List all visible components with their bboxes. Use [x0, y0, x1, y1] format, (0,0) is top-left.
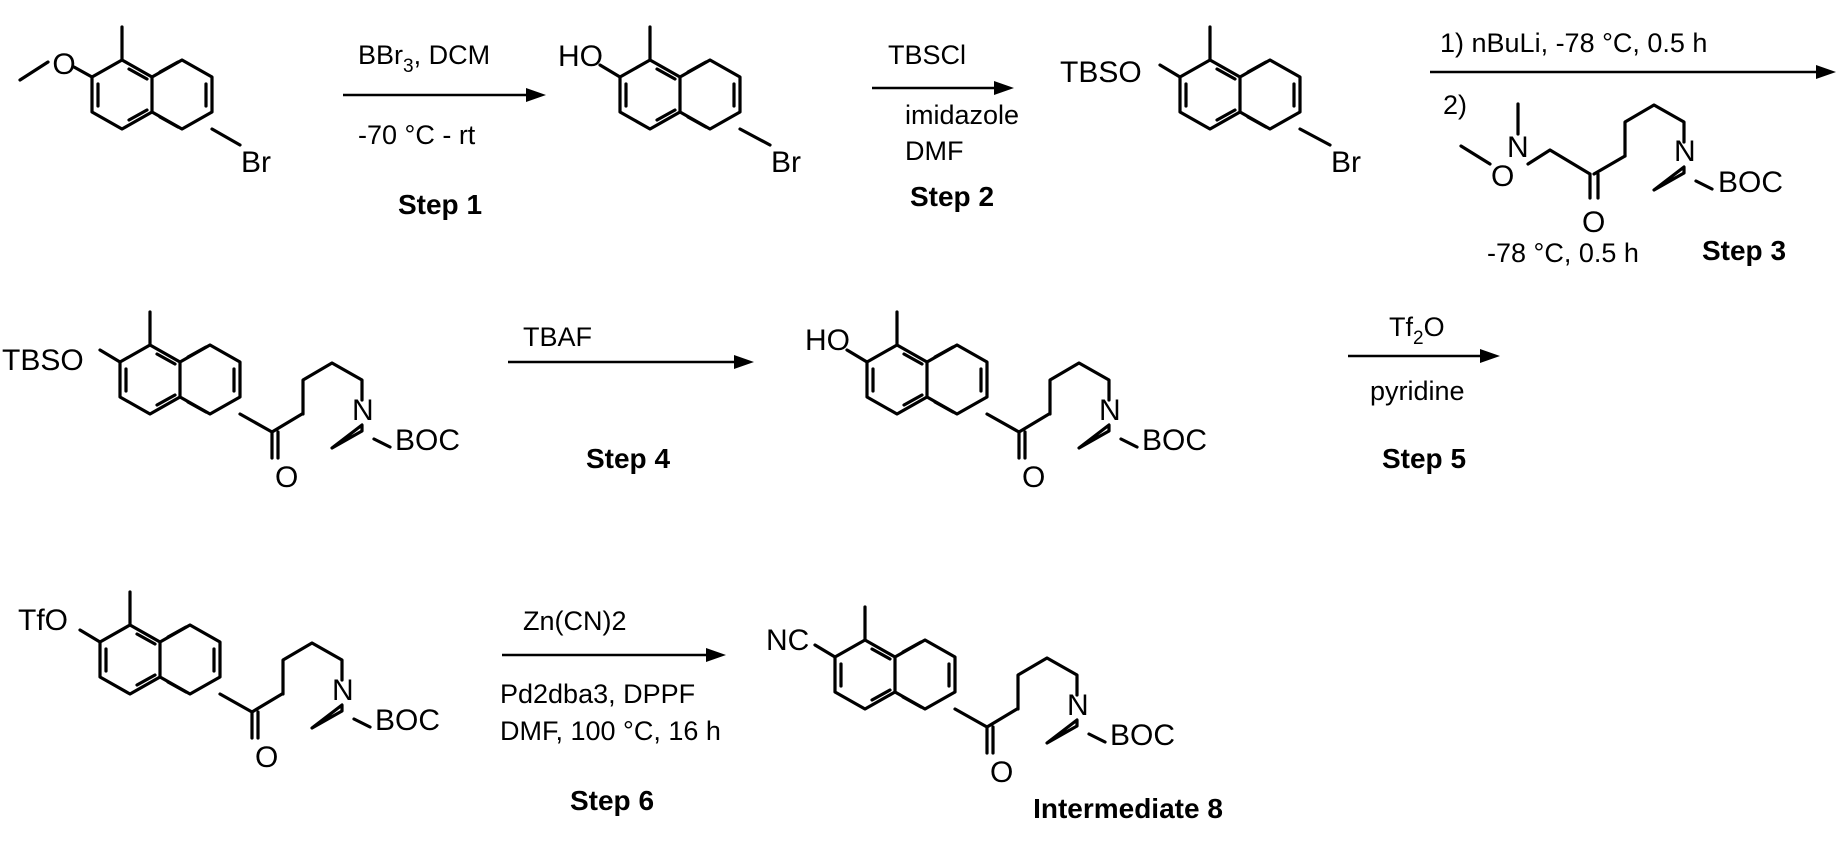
compound-4-tbs-ketone: TBSO O N BOC	[2, 312, 460, 494]
piperidine-nitrogen-label: N	[332, 674, 354, 707]
step-2-reagent: TBSCl	[888, 40, 966, 70]
compound-6-triflate-ketone: TfO O N BOC	[18, 592, 440, 774]
step-3-label: Step 3	[1702, 235, 1786, 266]
step-1-reagent: BBr3, DCM	[358, 40, 490, 77]
carbonyl-oxygen-label: O	[255, 741, 278, 774]
step-5-reagent: Tf2O	[1389, 312, 1445, 349]
weinreb-carbonyl-oxygen-label: O	[1582, 206, 1605, 239]
step-5: Tf2O pyridine Step 5	[1348, 312, 1500, 474]
boc-label: BOC	[1110, 719, 1175, 752]
step-2: TBSCl imidazole DMF Step 2	[872, 40, 1019, 212]
carbonyl-oxygen-label: O	[990, 756, 1013, 789]
step-6-label: Step 6	[570, 785, 654, 816]
boc-label: BOC	[1718, 166, 1783, 199]
step-5-label: Step 5	[1382, 443, 1466, 474]
tbso-label: TBSO	[2, 344, 84, 377]
piperidine-nitrogen-label: N	[1067, 689, 1089, 722]
bromo-label: Br	[771, 146, 801, 179]
step-4: TBAF Step 4	[508, 322, 754, 474]
hydroxy-label: HO	[558, 40, 603, 73]
compound-3-tbs-ether: TBSO Br	[1060, 27, 1361, 179]
tfo-label: TfO	[18, 604, 68, 637]
intermediate-8-label: Intermediate 8	[1033, 793, 1223, 824]
intermediate-8-nitrile-ketone: NC O N BOC Intermediate 8	[766, 607, 1223, 824]
step-1-label: Step 1	[398, 189, 482, 220]
step-3-reagent-2-prefix: 2)	[1443, 90, 1467, 120]
step-3-reagent-1: 1) nBuLi, -78 °C, 0.5 h	[1440, 28, 1707, 58]
step-6: Zn(CN)2 Pd2dba3, DPPF DMF, 100 °C, 16 h …	[500, 606, 726, 816]
compound-2-bromo-naphthol: HO Br	[558, 27, 801, 179]
hydroxy-label: HO	[805, 324, 850, 357]
nitrile-label: NC	[766, 624, 809, 657]
carbonyl-oxygen-label: O	[275, 461, 298, 494]
boc-label: BOC	[1142, 424, 1207, 457]
step-3: 1) nBuLi, -78 °C, 0.5 h 2) N O O N BOC -…	[1430, 28, 1836, 268]
piperidine-nitrogen-label: N	[352, 394, 374, 427]
bromo-label: Br	[241, 146, 271, 179]
step-1-conditions: -70 °C - rt	[358, 120, 476, 150]
methoxy-oxygen-label: O	[52, 48, 75, 81]
step-4-label: Step 4	[586, 443, 670, 474]
boc-label: BOC	[395, 424, 460, 457]
carbonyl-oxygen-label: O	[1022, 461, 1045, 494]
weinreb-amide-reagent: N O O N BOC	[1461, 104, 1783, 239]
step-6-conditions-1: Pd2dba3, DPPF	[500, 679, 695, 709]
step-3-conditions: -78 °C, 0.5 h	[1487, 238, 1639, 268]
weinreb-oxygen-label: O	[1491, 160, 1514, 193]
step-5-conditions: pyridine	[1370, 376, 1465, 406]
step-6-conditions-2: DMF, 100 °C, 16 h	[500, 716, 721, 746]
compound-5-naphthol-ketone: HO O N BOC	[805, 312, 1207, 494]
tbso-label: TBSO	[1060, 56, 1142, 89]
step-2-conditions-2: DMF	[905, 136, 963, 166]
piperidine-nitrogen-label: N	[1099, 394, 1121, 427]
step-4-reagent: TBAF	[523, 322, 592, 352]
step-1: BBr3, DCM -70 °C - rt Step 1	[343, 40, 546, 220]
compound-1-bromo-methoxy-naphthalene: O Br	[20, 27, 271, 179]
boc-label: BOC	[375, 704, 440, 737]
step-2-conditions-1: imidazole	[905, 100, 1019, 130]
bromo-label: Br	[1331, 146, 1361, 179]
piperidine-nitrogen-label: N	[1674, 135, 1696, 168]
step-2-label: Step 2	[910, 181, 994, 212]
step-6-reagent: Zn(CN)2	[523, 606, 627, 636]
